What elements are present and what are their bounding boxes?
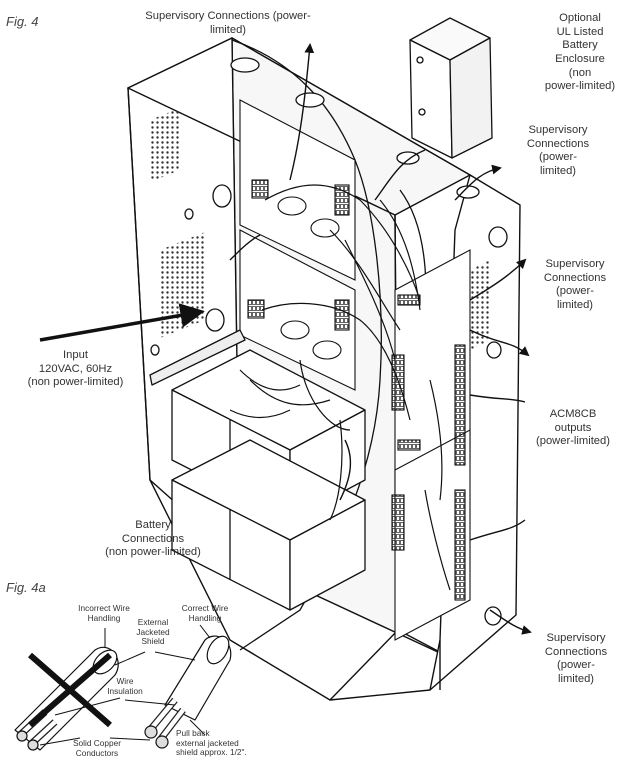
wiring: [229, 184, 451, 591]
wire-handling-illustration: [14, 635, 232, 751]
battery-enclosure-box: [409, 17, 493, 159]
figure-4-label: Fig. 4: [6, 14, 39, 29]
label-acm8cb-outputs: ACM8CB outputs (power-limited): [536, 408, 610, 448]
label-supervisory-right-2: Supervisory Connections (power- limited): [543, 258, 607, 311]
acm8cb-boards: [391, 249, 471, 641]
label-incorrect-wire: Incorrect Wire Handling: [78, 603, 130, 623]
label-battery-connections: Battery Connections (non power-limited): [105, 519, 201, 559]
label-supervisory-top: Supervisory Connections (power-limited): [145, 10, 311, 36]
label-solid-copper: Solid Copper Conductors: [73, 738, 121, 758]
leader-arrows: [229, 43, 532, 635]
label-wire-insulation: Wire Insulation: [107, 676, 143, 696]
power-supply-boards: [239, 99, 356, 391]
label-correct-wire: Correct Wire Handling: [181, 603, 229, 623]
batteries: [149, 329, 366, 611]
label-supervisory-bottom: Supervisory Connections (power- limited): [544, 632, 608, 685]
label-supervisory-right-1: Supervisory Connections (power- limited): [526, 124, 590, 177]
label-external-shield: External Jacketed Shield: [136, 617, 170, 647]
figure-4a-label: Fig. 4a: [6, 580, 46, 595]
label-pull-back: Pull back external jacketed shield appro…: [176, 728, 247, 758]
wire-handling-leaders: [39, 624, 211, 746]
label-battery-enclosure: Optional UL Listed Battery Enclosure (no…: [544, 12, 616, 93]
input-arrow: [39, 303, 205, 342]
label-input-power: Input 120VAC, 60Hz (non power-limited): [27, 349, 124, 389]
